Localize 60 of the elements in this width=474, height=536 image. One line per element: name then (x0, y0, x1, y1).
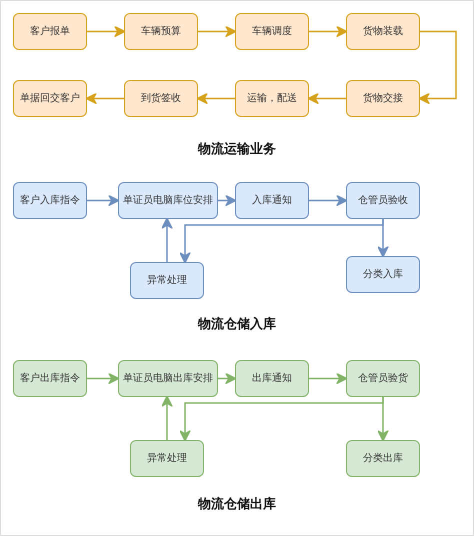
step-text: 货物交接 (363, 92, 403, 104)
process-box (235, 80, 309, 117)
step-text: 客户入库指令 (20, 194, 80, 206)
process-box (13, 13, 87, 50)
arrow (87, 26, 126, 38)
process-box (124, 13, 198, 50)
step-text: 单据回交客户 (20, 92, 80, 104)
process-box (235, 182, 309, 219)
process-box (346, 440, 420, 477)
arrow (196, 92, 235, 104)
section-title: 物流仓储出库 (196, 496, 277, 513)
process-box (346, 182, 420, 219)
step-text: 货物装载 (363, 26, 403, 38)
arrow (307, 92, 346, 104)
arrow (309, 372, 348, 384)
step-text: 入库通知 (252, 194, 292, 206)
arrow (418, 30, 457, 104)
process-box (130, 440, 204, 477)
step-text: 客户出库指令 (20, 372, 80, 384)
arrow (85, 92, 124, 104)
arrow (218, 194, 237, 206)
arrow (161, 217, 173, 262)
step-text: 异常处理 (147, 452, 187, 464)
section-title: 物流仓储入库 (196, 316, 277, 333)
arrow (309, 194, 348, 206)
process-box (346, 256, 420, 293)
step-text: 客户报单 (30, 26, 70, 38)
arrow (161, 395, 173, 440)
step-text: 异常处理 (147, 274, 187, 286)
step-text: 车辆调度 (252, 26, 292, 38)
process-box (346, 13, 420, 50)
step-text: 到货签收 (141, 92, 181, 104)
section-title: 物流运输业务 (196, 140, 277, 158)
arrow (218, 372, 237, 384)
arrow (87, 372, 120, 384)
process-box (13, 80, 87, 117)
process-box (124, 80, 198, 117)
arrow (309, 26, 348, 38)
process-box (235, 360, 309, 397)
step-text: 单证员电脑库位安排 (123, 194, 213, 206)
process-box (13, 360, 87, 397)
process-box (235, 13, 309, 50)
step-text: 运输，配送 (247, 92, 297, 104)
step-text: 单证员电脑出库安排 (123, 372, 213, 384)
arrow (198, 26, 237, 38)
step-text: 分类入库 (363, 268, 403, 280)
arrow (87, 194, 120, 206)
process-box (118, 360, 218, 397)
process-box (130, 262, 204, 299)
arrow (377, 219, 389, 258)
step-text: 分类出库 (363, 452, 403, 464)
arrow (377, 397, 389, 442)
process-box (346, 360, 420, 397)
process-box (118, 182, 218, 219)
step-text: 仓管员验货 (358, 372, 408, 384)
process-box (346, 80, 420, 117)
step-text: 出库通知 (252, 372, 292, 384)
step-text: 车辆预算 (141, 26, 181, 38)
process-box (13, 182, 87, 219)
step-text: 仓管员验收 (358, 194, 408, 206)
